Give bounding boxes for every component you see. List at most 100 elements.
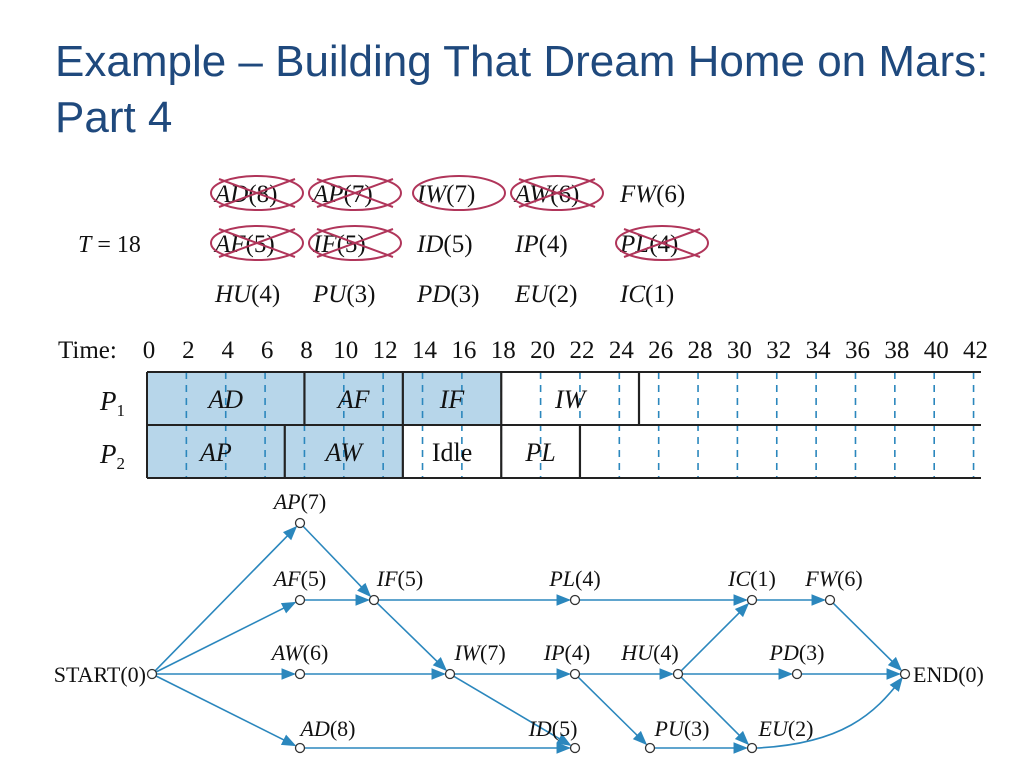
priority-strike bbox=[218, 178, 296, 208]
node-label-eu: EU(2) bbox=[758, 716, 814, 741]
edge-start-ap bbox=[154, 525, 298, 672]
task-label-af: AF bbox=[336, 385, 371, 414]
task-block-if bbox=[402, 372, 502, 425]
time-tick-22: 22 bbox=[569, 337, 594, 364]
time-tick-14: 14 bbox=[412, 337, 438, 364]
task-label-idle: Idle bbox=[432, 438, 472, 467]
node-label-id: ID(5) bbox=[528, 716, 578, 741]
node-label-pl: PL(4) bbox=[548, 566, 600, 591]
time-axis-label: Time: bbox=[58, 337, 117, 364]
priority-circle bbox=[308, 175, 402, 211]
task-block-ap bbox=[147, 425, 285, 478]
node-end bbox=[899, 668, 911, 680]
task-block-af bbox=[304, 372, 403, 425]
processor-label-2: P2 bbox=[99, 439, 125, 473]
priority-circle bbox=[412, 175, 506, 211]
time-tick-16: 16 bbox=[451, 337, 476, 364]
node-label-pu: PU(3) bbox=[654, 716, 710, 741]
time-tick-8: 8 bbox=[300, 337, 313, 364]
edge-fw-end bbox=[832, 602, 903, 672]
time-tick-38: 38 bbox=[884, 337, 909, 364]
node-aw bbox=[294, 668, 306, 680]
project-digraph: START(0)AP(7)AF(5)AW(6)AD(8)IF(5)PL(4)IW… bbox=[54, 489, 984, 754]
time-tick-24: 24 bbox=[609, 337, 635, 364]
node-if bbox=[368, 594, 380, 606]
priority-circle bbox=[210, 225, 304, 261]
edge-hu-eu bbox=[680, 676, 750, 746]
node-ip bbox=[569, 668, 581, 680]
priority-item-id: ID(5) bbox=[416, 231, 473, 258]
node-label-iw: IW(7) bbox=[453, 640, 505, 665]
node-label-ap: AP(7) bbox=[272, 489, 327, 514]
node-label-end: END(0) bbox=[913, 662, 984, 687]
task-label-aw: AW bbox=[324, 438, 365, 467]
priority-item-ic: IC(1) bbox=[619, 281, 674, 308]
node-label-hu: HU(4) bbox=[620, 640, 678, 665]
node-af bbox=[294, 594, 306, 606]
priority-strike bbox=[218, 228, 296, 258]
task-label-pl: PL bbox=[524, 438, 555, 467]
task-label-iw: IW bbox=[554, 385, 588, 414]
edge-start-af bbox=[155, 601, 297, 673]
time-tick-28: 28 bbox=[688, 337, 713, 364]
priority-circle bbox=[510, 175, 604, 211]
priority-circle bbox=[308, 225, 402, 261]
edge-hu-ic bbox=[680, 602, 750, 672]
priority-list: T = 18AD(8)AP(7)IW(7)AW(6)FW(6)AF(5)IF(5… bbox=[78, 175, 709, 308]
priority-strike bbox=[623, 228, 701, 258]
processor-label-1: P1 bbox=[99, 386, 125, 420]
node-label-fw: FW(6) bbox=[804, 566, 862, 591]
priority-item-iw: IW(7) bbox=[416, 181, 475, 208]
node-label-aw: AW(6) bbox=[270, 640, 329, 665]
node-pd bbox=[791, 668, 803, 680]
node-fw bbox=[824, 594, 836, 606]
node-pu bbox=[644, 742, 656, 754]
node-start bbox=[146, 668, 158, 680]
time-tick-18: 18 bbox=[491, 337, 516, 364]
edge-eu-end bbox=[756, 676, 903, 749]
time-tick-6: 6 bbox=[261, 337, 274, 364]
priority-circle bbox=[615, 225, 709, 261]
node-id bbox=[569, 742, 581, 754]
time-tick-42: 42 bbox=[963, 337, 988, 364]
time-tick-0: 0 bbox=[143, 337, 156, 364]
time-tick-20: 20 bbox=[530, 337, 555, 364]
node-pl bbox=[569, 594, 581, 606]
node-ic bbox=[746, 594, 758, 606]
time-tick-12: 12 bbox=[373, 337, 398, 364]
priority-item-pd: PD(3) bbox=[416, 281, 479, 308]
node-label-af: AF(5) bbox=[272, 566, 327, 591]
time-tick-36: 36 bbox=[845, 337, 870, 364]
node-label-ic: IC(1) bbox=[727, 566, 776, 591]
time-tick-26: 26 bbox=[648, 337, 673, 364]
node-label-pd: PD(3) bbox=[769, 640, 825, 665]
priority-item-hu: HU(4) bbox=[214, 281, 280, 308]
priority-circle bbox=[210, 175, 304, 211]
node-ap bbox=[294, 517, 306, 529]
task-label-ad: AD bbox=[206, 385, 243, 414]
edge-iw-id bbox=[453, 675, 572, 746]
time-tick-32: 32 bbox=[766, 337, 791, 364]
node-label-start: START(0) bbox=[54, 662, 146, 687]
priority-strike bbox=[316, 178, 394, 208]
node-hu bbox=[672, 668, 684, 680]
priority-strike bbox=[316, 228, 394, 258]
time-tick-34: 34 bbox=[806, 337, 832, 364]
node-eu bbox=[746, 742, 758, 754]
time-tick-10: 10 bbox=[333, 337, 358, 364]
edge-if-iw bbox=[376, 602, 448, 672]
time-tick-40: 40 bbox=[924, 337, 949, 364]
edge-ap-if bbox=[302, 525, 372, 598]
priority-item-pu: PU(3) bbox=[312, 281, 375, 308]
page-title: Example – Building That Dream Home on Ma… bbox=[55, 37, 989, 142]
time-tick-2: 2 bbox=[182, 337, 195, 364]
time-tick-30: 30 bbox=[727, 337, 752, 364]
task-label-ap: AP bbox=[198, 438, 232, 467]
node-ad bbox=[294, 742, 306, 754]
edge-ip-pu bbox=[577, 676, 648, 746]
task-label-if: IF bbox=[439, 385, 466, 414]
priority-strike bbox=[518, 178, 596, 208]
priority-item-fw: FW(6) bbox=[619, 181, 685, 208]
